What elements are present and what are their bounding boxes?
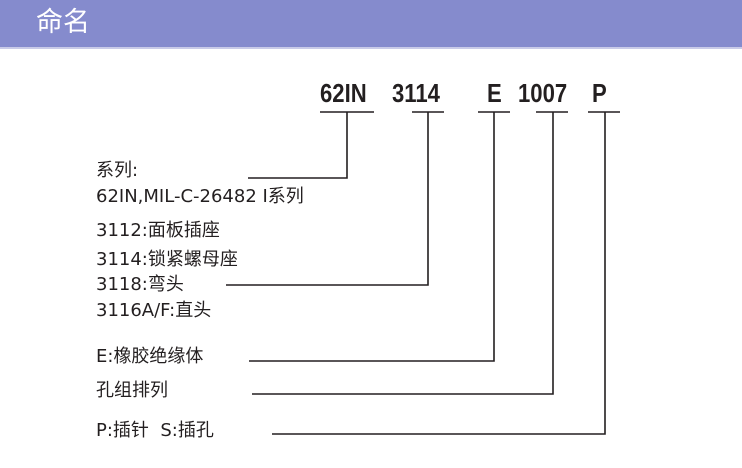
code-insulator: E xyxy=(487,78,502,108)
shell-3116: 3116A/F:直头 xyxy=(96,300,212,321)
series-desc: 62IN,MIL-C-26482 Ⅰ系列 xyxy=(96,186,304,207)
contact-label: P:插针 S:插孔 xyxy=(96,420,214,441)
layout-label: 孔组排列 xyxy=(96,380,168,401)
code-contact: P xyxy=(592,78,607,108)
leader-series xyxy=(248,112,348,179)
section-title: 命名 xyxy=(36,7,90,38)
leader-layout xyxy=(252,112,554,395)
section-header: 命名 xyxy=(0,0,742,49)
leader-insulator xyxy=(249,112,495,362)
shell-3118: 3118:弯头 xyxy=(96,274,184,295)
code-series: 62IN xyxy=(320,78,367,108)
leader-contact xyxy=(272,112,606,435)
insulator-label: E:橡胶绝缘体 xyxy=(96,346,204,367)
code-layout: 1007 xyxy=(518,78,568,108)
series-title: 系列: xyxy=(96,160,139,181)
code-shell: 3114 xyxy=(392,78,440,108)
shell-3112: 3112:面板插座 xyxy=(96,220,220,241)
shell-3114: 3114:锁紧螺母座 xyxy=(96,249,238,270)
leader-shell xyxy=(226,112,429,286)
